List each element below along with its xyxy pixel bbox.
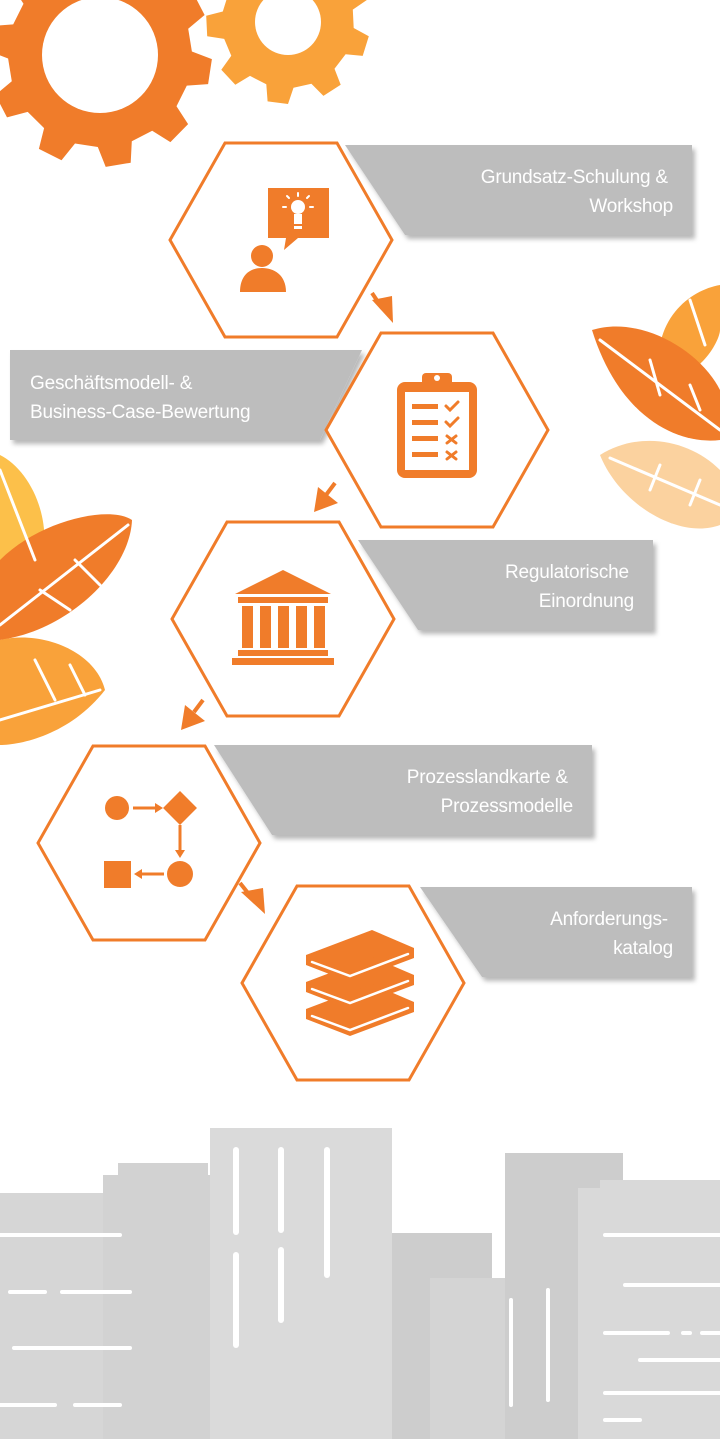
leaves-left-decoration (0, 455, 132, 745)
banner-step-2 (10, 350, 362, 440)
gears-decoration (0, 0, 369, 167)
idea-person-icon (240, 188, 329, 292)
process-flow-icon (104, 791, 197, 888)
city-skyline-decoration (0, 1128, 720, 1439)
arrow-icon (370, 291, 393, 323)
step-1-label: Grundsatz-Schulung & Workshop (481, 167, 673, 217)
large-gear-icon (0, 0, 212, 167)
leaves-right-decoration (592, 285, 720, 529)
banner-step-4 (214, 745, 592, 835)
arrow-icon (314, 481, 338, 512)
clipboard-checklist-icon (397, 373, 477, 478)
banner-step-5 (420, 887, 692, 977)
banner-step-3 (358, 540, 653, 630)
bank-building-icon (232, 570, 334, 665)
small-gear-icon (206, 0, 369, 104)
step-2-label: Geschäftsmodell- & Business-Case-Bewertu… (30, 373, 250, 423)
hexagon-step-4 (36, 744, 262, 942)
step-3-label: Regulatorische Einordnung (505, 562, 634, 612)
arrow-icon (181, 698, 205, 730)
step-4-label: Prozesslandkarte & Prozessmodelle (407, 767, 573, 817)
books-stack-icon (306, 930, 414, 1036)
arrow-icon (238, 881, 265, 914)
banner-step-1 (345, 145, 692, 235)
step-5-label: Anforderungs- katalog (550, 909, 673, 959)
connector-arrows (181, 291, 393, 914)
hexagon-step-1 (168, 141, 394, 339)
